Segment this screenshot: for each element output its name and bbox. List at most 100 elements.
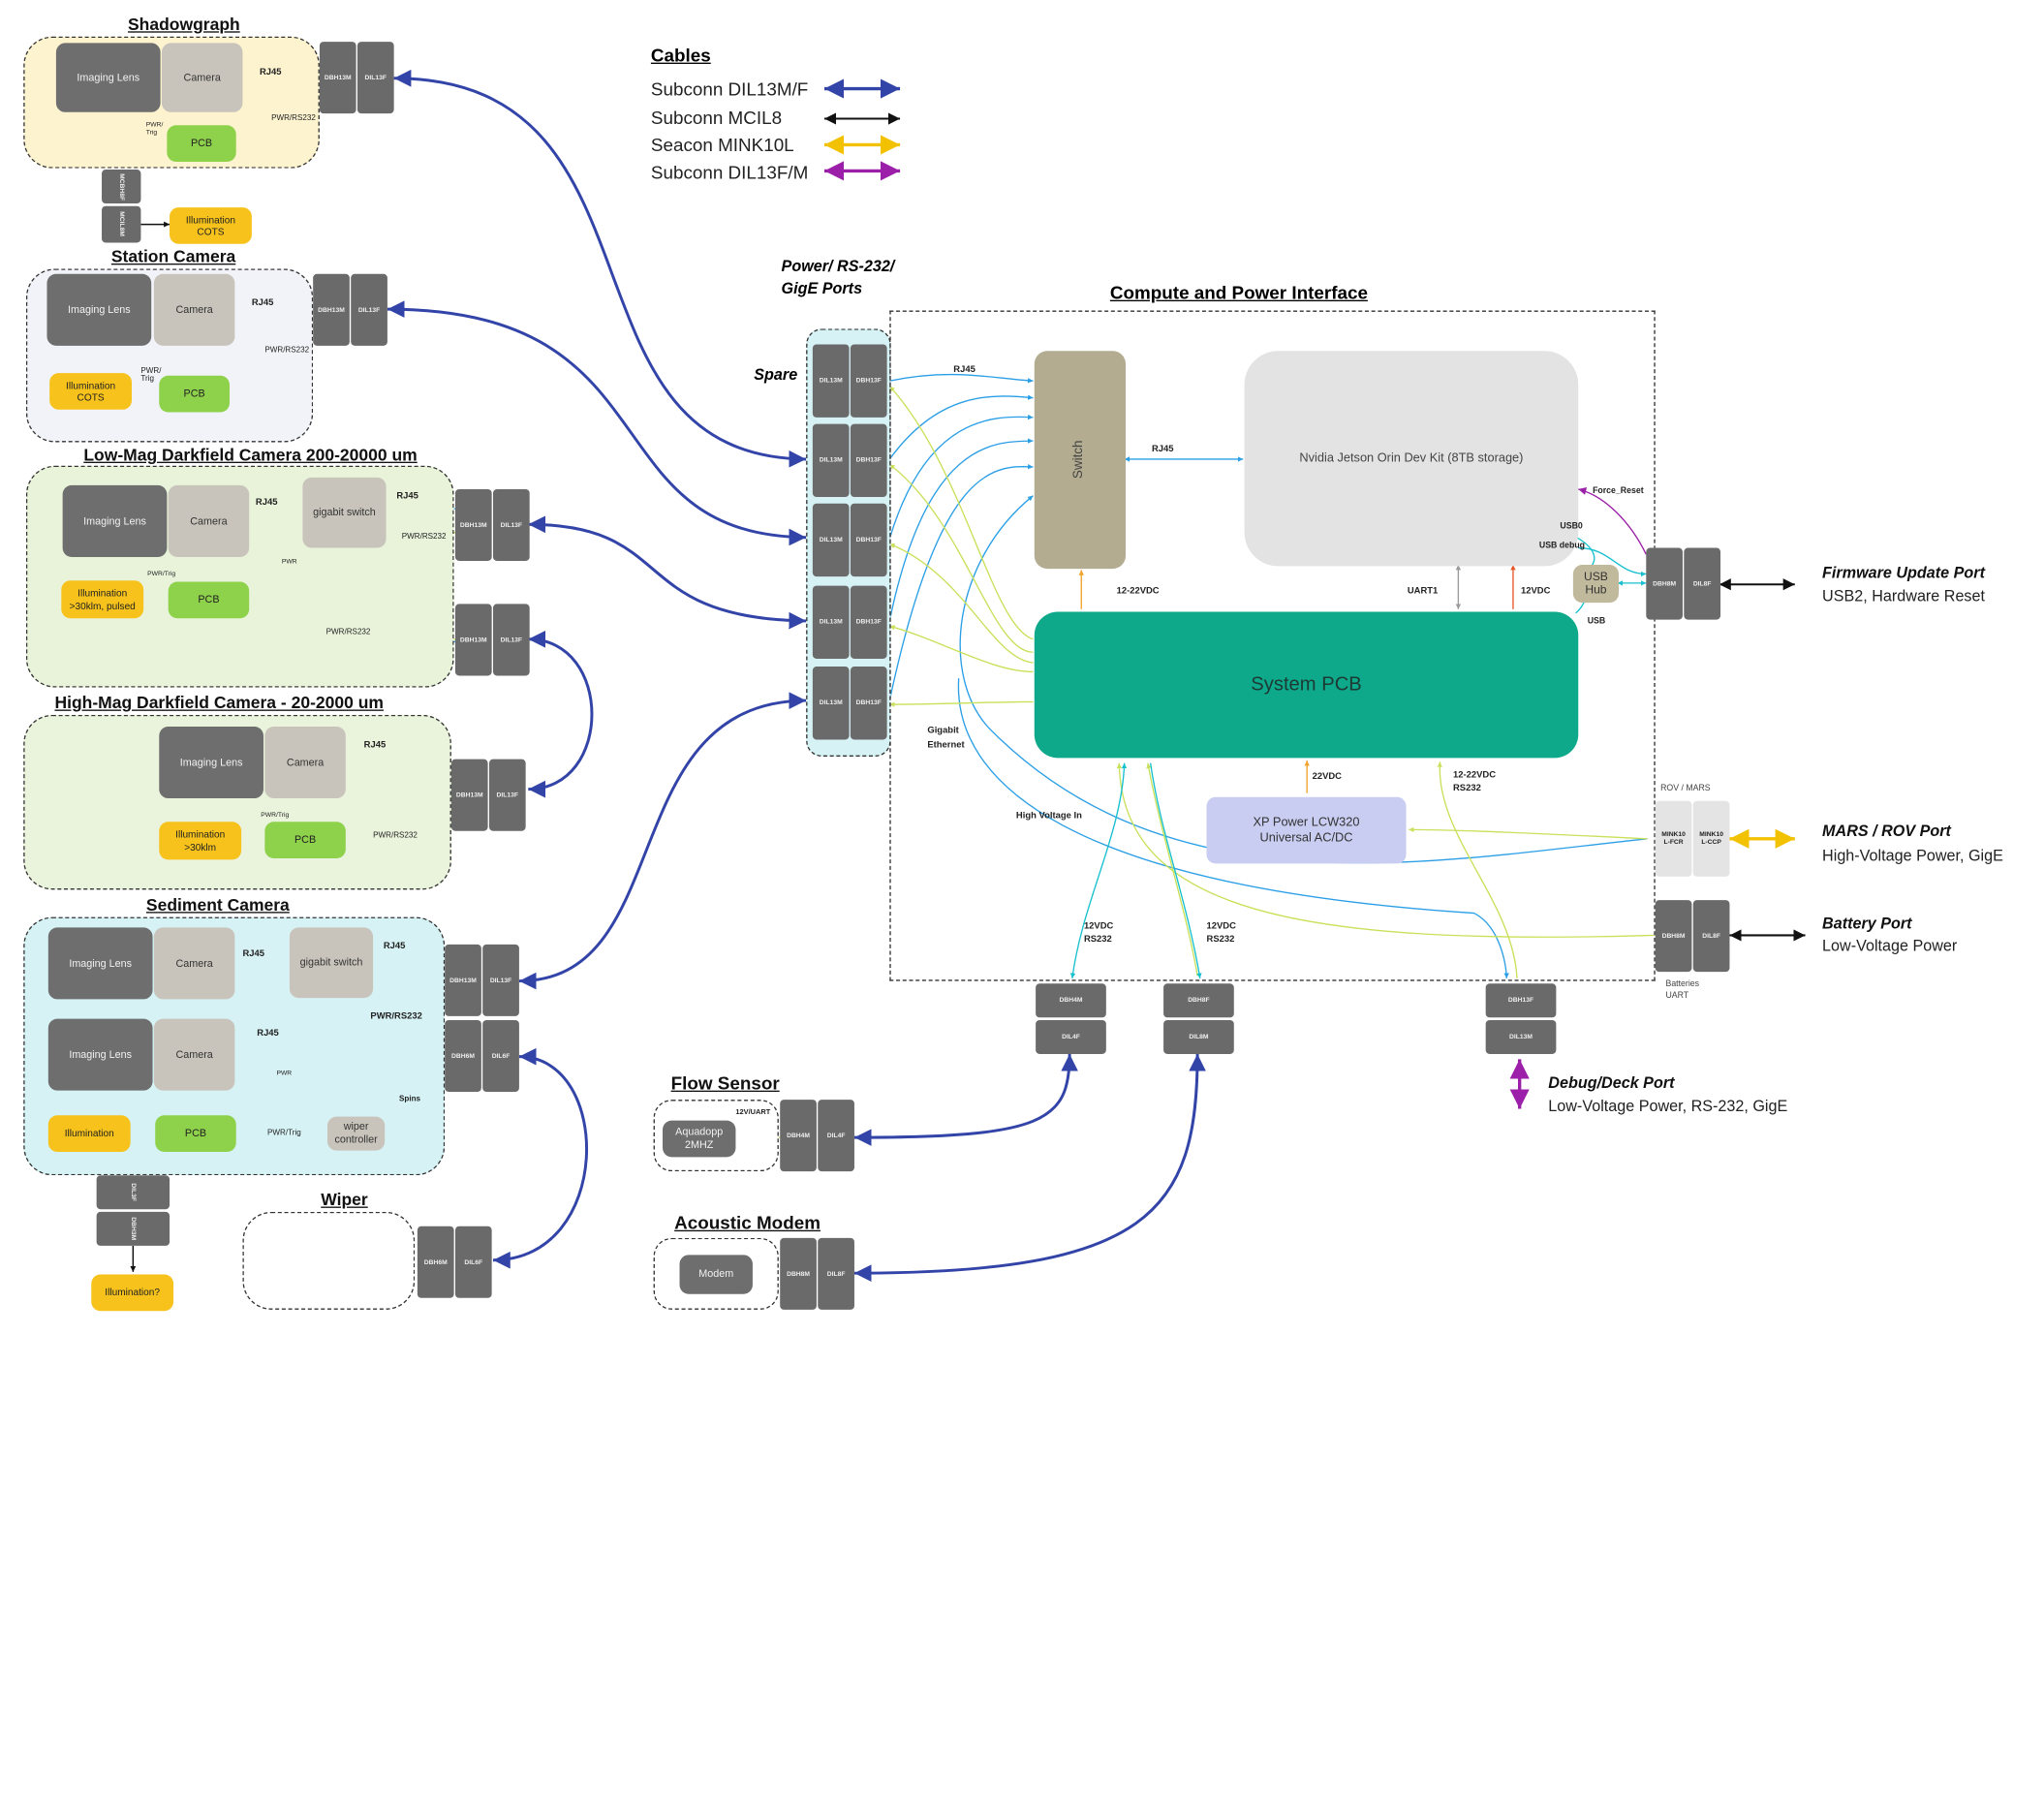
- group-title: Shadowgraph: [127, 14, 240, 35]
- connector: DBH13M: [454, 604, 492, 676]
- legend-item-label: Seacon MINK10L: [650, 134, 794, 156]
- pcb: PCB: [167, 125, 236, 162]
- pcb: PCB: [264, 822, 346, 858]
- link-label: UART1: [1407, 586, 1439, 597]
- link-label: PWR/ Trig: [145, 121, 164, 138]
- connector: DBH13M: [450, 759, 488, 831]
- link-label: Force_Reset: [1593, 486, 1644, 496]
- connector: DBH13M: [454, 488, 492, 561]
- link-label: USB0: [1560, 521, 1583, 532]
- port-desc: USB2, Hardware Reset: [1822, 586, 1985, 605]
- port-connector-left: DIL13M: [812, 667, 850, 740]
- connector: DIL8F: [1692, 900, 1730, 973]
- link-label: RJ45: [259, 68, 282, 78]
- link-label: RJ45: [251, 298, 274, 308]
- imaging-lens: Imaging Lens: [62, 484, 168, 557]
- connector: DBH3M: [96, 1211, 170, 1246]
- usb-hub: USB Hub: [1572, 565, 1620, 604]
- connector: DIL4F: [1036, 1019, 1106, 1054]
- link-label: PWR/RS232: [325, 629, 371, 637]
- camera: Camera: [161, 43, 243, 112]
- legend-item-label: Subconn MCIL8: [650, 107, 783, 128]
- camera: Camera: [153, 273, 235, 346]
- connector: DIL13F: [492, 488, 530, 561]
- link-label: PWR/RS232: [401, 533, 447, 542]
- port-title: Firmware Update Port: [1822, 563, 1985, 582]
- wiper-group: [242, 1211, 416, 1310]
- imaging-lens: Imaging Lens: [47, 927, 153, 1000]
- link-label: PWR/Trig: [261, 811, 290, 820]
- connector: DIL6F: [454, 1226, 492, 1298]
- connector: DBH4M: [1036, 983, 1106, 1018]
- connector: DBH13M: [445, 944, 481, 1016]
- link-label: High Voltage In: [1015, 811, 1082, 821]
- port-title: Battery Port: [1822, 914, 1912, 933]
- gigabit-switch: gigabit switch: [302, 477, 387, 548]
- modem-device: Modem: [679, 1255, 753, 1294]
- illumination: Illumination: [47, 1115, 131, 1152]
- connector: DIL4F: [818, 1100, 854, 1172]
- link-label: RJ45: [953, 365, 976, 375]
- connector: DBH4M: [780, 1100, 817, 1172]
- link-label: PWR/Trig: [267, 1130, 301, 1138]
- link-label: RJ45: [257, 1029, 279, 1039]
- link-label: 12VDC RS232: [1083, 921, 1114, 945]
- port-connector-right: DBH13F: [850, 585, 887, 659]
- link-label: PWR/RS232: [370, 1011, 422, 1022]
- system-pcb: System PCB: [1034, 611, 1579, 759]
- batteries-uart-label: Batteries UART: [1665, 979, 1700, 1001]
- link-label: 22VDC: [1312, 772, 1342, 782]
- compute-title: Compute and Power Interface: [1109, 281, 1368, 303]
- link-label: 12-22VDC: [1116, 586, 1160, 597]
- aquadopp-device: Aquadopp 2MHZ: [663, 1120, 736, 1158]
- link-label: PWR: [281, 558, 297, 567]
- power-supply: XP Power LCW320 Universal AC/DC: [1206, 796, 1407, 864]
- connector: DIL13F: [492, 604, 530, 676]
- imaging-lens: Imaging Lens: [55, 43, 161, 112]
- ports-panel-title: Power/ RS-232/ GigE Ports: [781, 257, 895, 298]
- connector: DBH6M: [445, 1019, 481, 1093]
- pcb: PCB: [159, 375, 230, 413]
- wiper-controller: wiper controller: [326, 1116, 386, 1151]
- connector: MINK10 L-CCP: [1692, 800, 1730, 877]
- group-title: Wiper: [321, 1190, 368, 1210]
- switch-label: Switch: [1071, 440, 1087, 480]
- link-label: 12V/UART: [735, 1108, 771, 1117]
- link-label: PWR/ Trig: [140, 367, 162, 384]
- port-connector-left: DIL13M: [812, 585, 850, 659]
- link-label: PWR/RS232: [373, 832, 418, 841]
- gigabit-switch: gigabit switch: [289, 927, 374, 999]
- camera: Camera: [168, 484, 250, 557]
- connector: DBH13M: [319, 42, 356, 114]
- connector: DBH8M: [1655, 900, 1692, 973]
- link-label: PWR/Trig: [147, 570, 176, 578]
- compute-boundary: [889, 310, 1656, 981]
- network-switch: Switch: [1034, 351, 1127, 570]
- link-label: 12VDC RS232: [1206, 921, 1236, 945]
- jetson-computer: Nvidia Jetson Orin Dev Kit (8TB storage): [1244, 351, 1579, 567]
- connector: DIL8M: [1163, 1019, 1234, 1054]
- legend-item-label: Subconn DIL13F/M: [650, 161, 809, 183]
- rov-mars-label: ROV / MARS: [1660, 784, 1711, 793]
- link-label: RJ45: [383, 942, 406, 951]
- group-title: Low-Mag Darkfield Camera 200-20000 um: [83, 445, 418, 465]
- connector: MCBH8F: [102, 170, 141, 204]
- connector: DBH13F: [1485, 983, 1557, 1018]
- port-connector-left: DIL13M: [812, 344, 850, 418]
- port-desc: Low-Voltage Power: [1822, 936, 1958, 955]
- illumination: Illumination >30klm, pulsed: [61, 580, 144, 619]
- link-label: RJ45: [242, 949, 264, 959]
- port-desc: High-Voltage Power, GigE: [1822, 846, 2003, 865]
- port-connector-left: DIL13M: [812, 503, 850, 577]
- port-connector-right: DBH13F: [850, 503, 887, 577]
- spare-label: Spare: [754, 365, 798, 384]
- imaging-lens: Imaging Lens: [159, 727, 263, 799]
- pcb: PCB: [168, 581, 250, 619]
- connector: DIL6F: [482, 1019, 519, 1093]
- gigabit-label: Gigabit Ethernet: [927, 727, 965, 750]
- connector: MCIL8M: [102, 205, 141, 243]
- connector: DIL13F: [351, 273, 387, 346]
- imaging-lens: Imaging Lens: [46, 273, 152, 346]
- connector: DBH6M: [417, 1226, 454, 1298]
- group-title: Station Camera: [110, 246, 236, 266]
